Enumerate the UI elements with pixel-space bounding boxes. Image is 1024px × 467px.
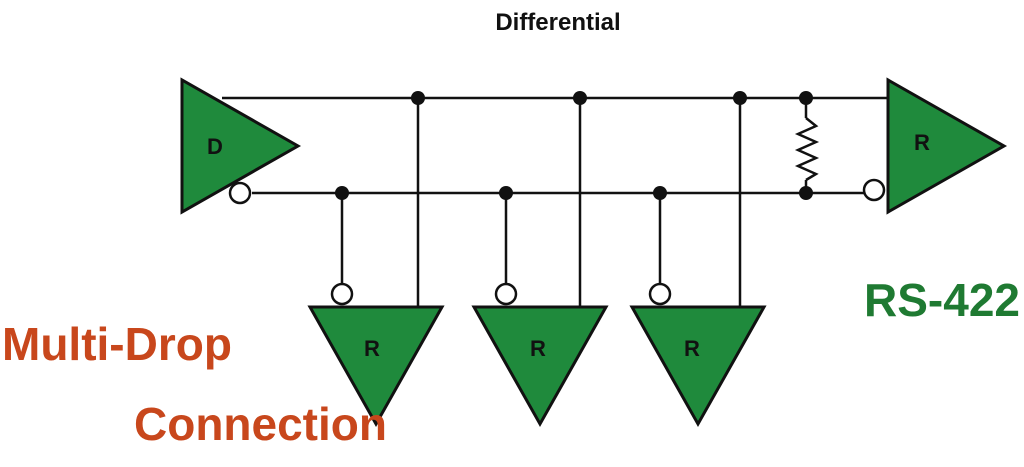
junction-dot-icon <box>335 186 349 200</box>
bus-wires <box>222 96 890 307</box>
junction-dot-icon <box>499 186 513 200</box>
topology-label-line2: Connection <box>134 398 387 450</box>
main-receiver-triangle-icon <box>886 77 1008 215</box>
drop-receiver-3-label: R <box>684 336 700 361</box>
drop-receiver-2-label: R <box>530 336 546 361</box>
standard-label: RS-422 <box>864 274 1020 326</box>
junction-dot-icon <box>573 91 587 105</box>
driver-triangle-icon <box>180 77 302 215</box>
diagram-title: Differential <box>495 9 620 36</box>
junction-dots <box>335 91 813 200</box>
junction-dot-icon <box>733 91 747 105</box>
driver-inversion-bubble-icon <box>228 181 252 205</box>
junction-dot-icon <box>411 91 425 105</box>
junction-dot-icon <box>799 186 813 200</box>
junction-dot-icon <box>799 91 813 105</box>
main-receiver-inversion-bubble-icon <box>862 178 886 202</box>
drop-receiver-3-triangle-icon <box>629 305 767 428</box>
drop-receiver-1-inversion-bubble-icon <box>330 282 354 306</box>
drop-receiver-1: R <box>307 282 445 428</box>
resistor-icon <box>794 117 820 182</box>
drop-receiver-2-inversion-bubble-icon <box>494 282 518 306</box>
main-receiver-buffer: R <box>862 77 1008 215</box>
junction-dot-icon <box>653 186 667 200</box>
drop-receiver-3: R <box>629 282 767 428</box>
main-receiver-label: R <box>914 130 930 155</box>
driver-label: D <box>207 134 223 159</box>
topology-label-line1: Multi-Drop <box>2 318 232 370</box>
drop-receiver-2-triangle-icon <box>471 305 609 428</box>
drop-receiver-2: R <box>471 282 609 428</box>
drop-receiver-1-label: R <box>364 336 380 361</box>
drop-receiver-3-inversion-bubble-icon <box>648 282 672 306</box>
drop-receiver-1-triangle-icon <box>307 305 445 428</box>
driver-buffer: D <box>180 77 302 215</box>
